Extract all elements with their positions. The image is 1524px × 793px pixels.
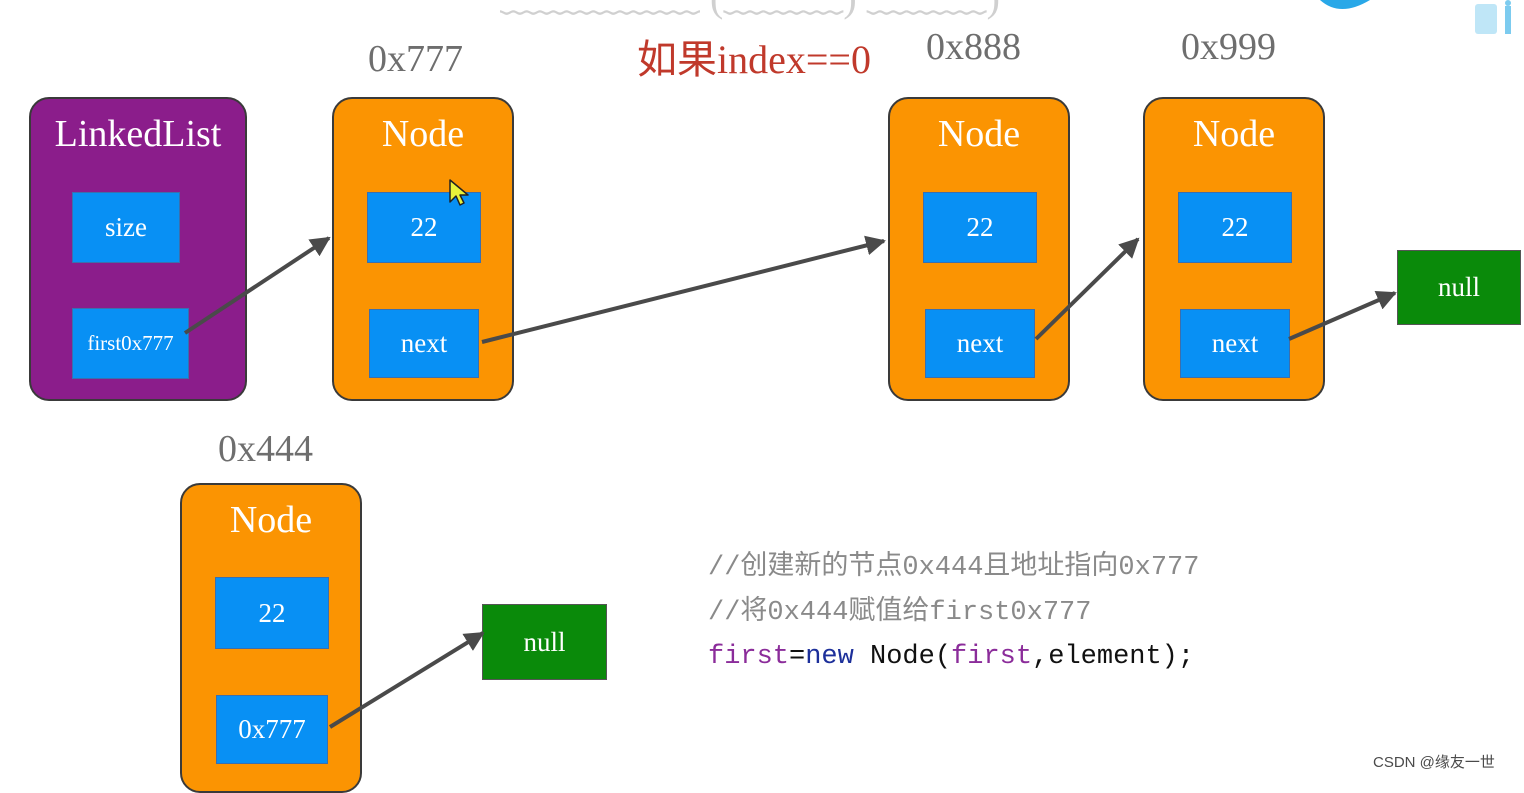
node-next-field: next — [1180, 309, 1290, 378]
node-value-field: 22 — [367, 192, 481, 263]
arrow-first-to-node-0x777 — [183, 236, 331, 335]
node-box-0x777: Node 22 next — [332, 97, 514, 401]
arrow-node-0x444-to-null — [328, 631, 485, 729]
node-title: Node — [229, 499, 313, 541]
null-box: null — [482, 604, 607, 680]
node-title: Node — [1192, 113, 1276, 155]
node-next-field: 0x777 — [216, 695, 328, 764]
node-title: Node — [937, 113, 1021, 155]
code-statement-line: first=new Node(first,element); — [708, 644, 1194, 671]
null-box: null — [1397, 250, 1521, 325]
node-box-0x444: Node 22 0x777 — [180, 483, 362, 793]
node-next-field: next — [369, 309, 479, 378]
node-box-0x888: Node 22 next — [888, 97, 1070, 401]
code-comment-line: //将0x444赋值给first0x777 — [708, 598, 1092, 628]
arrow-node-0x888-to-node-0x999 — [1034, 237, 1140, 341]
size-field: size — [72, 192, 180, 263]
code-comment-line: //创建新的节点0x444且地址指向0x777 — [708, 553, 1200, 583]
node-value-field: 22 — [1178, 192, 1292, 263]
code-token-new: new — [805, 642, 854, 672]
linked-list-box: LinkedList size first0x777 — [29, 97, 247, 401]
arrow-node-0x999-to-null — [1288, 290, 1397, 341]
watermark: CSDN @缘友一世 — [1373, 754, 1495, 771]
code-token-rest: ,element); — [1032, 642, 1195, 672]
code-token-eq: = — [789, 642, 806, 672]
node-value-field: 22 — [215, 577, 329, 649]
code-token-first: first — [708, 642, 790, 672]
code-token-first-arg: first — [951, 642, 1033, 672]
node-address-label: 0x999 — [1181, 26, 1276, 68]
condition-label: 如果index==0 — [637, 37, 871, 82]
logo-fragment-icon — [1320, 0, 1511, 34]
cropped-title-fragment: ﹏﹏﹏﹏﹏ (﹏﹏﹏) ﹏﹏﹏) — [500, 0, 1000, 18]
node-value-field: 22 — [923, 192, 1037, 263]
arrow-node-0x777-to-node-0x888 — [481, 235, 886, 344]
node-next-field: next — [925, 309, 1035, 378]
first-field: first0x777 — [72, 308, 189, 379]
linked-list-title: LinkedList — [54, 113, 222, 155]
node-title: Node — [381, 113, 465, 155]
node-address-label: 0x444 — [218, 428, 313, 470]
code-token-node: Node( — [853, 642, 952, 672]
node-address-label: 0x777 — [368, 38, 463, 80]
node-box-0x999: Node 22 next — [1143, 97, 1325, 401]
mouse-cursor-icon — [449, 179, 469, 206]
node-address-label: 0x888 — [926, 26, 1021, 68]
